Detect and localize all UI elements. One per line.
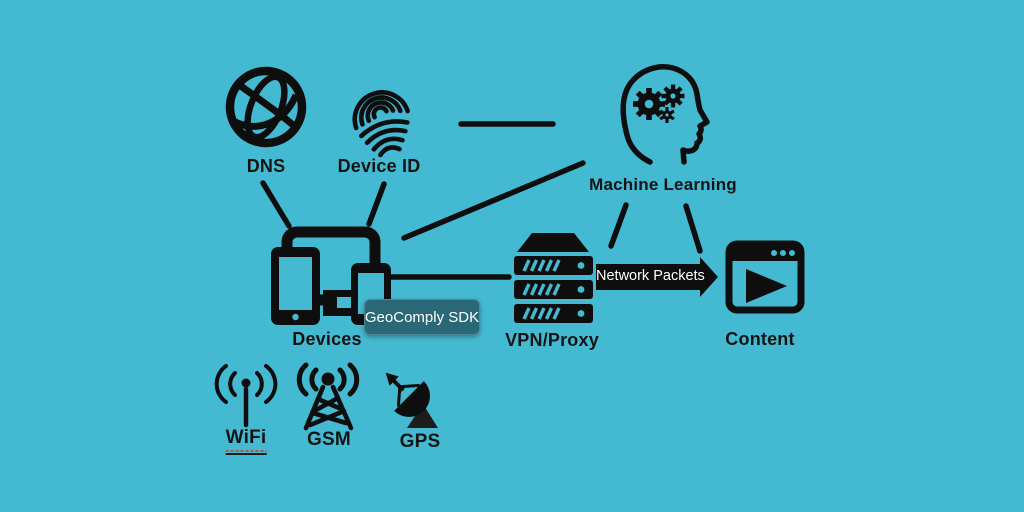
browser-play-icon — [725, 240, 805, 314]
wifi-antenna-icon — [214, 364, 278, 428]
vpn-proxy-label: VPN/Proxy — [505, 330, 599, 350]
devices-label: Devices — [292, 329, 362, 349]
connector-devices-ml — [401, 160, 586, 241]
connector-dns-devices — [260, 180, 292, 229]
fingerprint-icon — [352, 90, 410, 158]
machine-learning-label: Machine Learning — [589, 175, 737, 194]
browser-titlebar-dots — [771, 250, 795, 256]
server-unit — [514, 304, 593, 323]
connector-ml-arrow — [608, 202, 629, 249]
gps-dish-icon — [385, 372, 438, 428]
server-stack-icon — [514, 233, 593, 323]
server-unit — [514, 256, 593, 275]
play-icon — [746, 269, 787, 303]
dish-stand — [407, 404, 438, 428]
network-packets-arrow — [596, 257, 718, 297]
gear-medium-icon — [661, 84, 685, 108]
globe-icon — [225, 66, 307, 148]
gear-small-icon — [659, 107, 675, 123]
head-gears-icon — [620, 64, 710, 165]
gsm-label: GSM — [307, 429, 351, 450]
responsive-devices-icon — [271, 226, 391, 325]
content-label: Content — [725, 329, 795, 349]
wifi-label-text: WiFi — [225, 427, 267, 455]
geocomply-sdk-badge: GeoComply SDK — [364, 299, 480, 335]
head-outline — [620, 64, 710, 165]
tablet-icon — [271, 247, 320, 325]
connector-ml-content — [683, 203, 703, 254]
wifi-label: WiFi — [225, 427, 267, 455]
keyboard-icon — [323, 290, 353, 316]
dns-label: DNS — [246, 156, 286, 176]
network-packets-label: Network Packets — [596, 268, 705, 284]
server-unit — [514, 280, 593, 299]
gps-label: GPS — [399, 431, 441, 452]
device-id-label: Device ID — [337, 156, 421, 176]
browser-titlebar — [729, 244, 801, 261]
gsm-tower-icon — [296, 362, 360, 431]
connector-lines — [260, 121, 703, 280]
connector-deviceid-devices — [366, 181, 387, 227]
gear-large-icon — [633, 88, 665, 120]
